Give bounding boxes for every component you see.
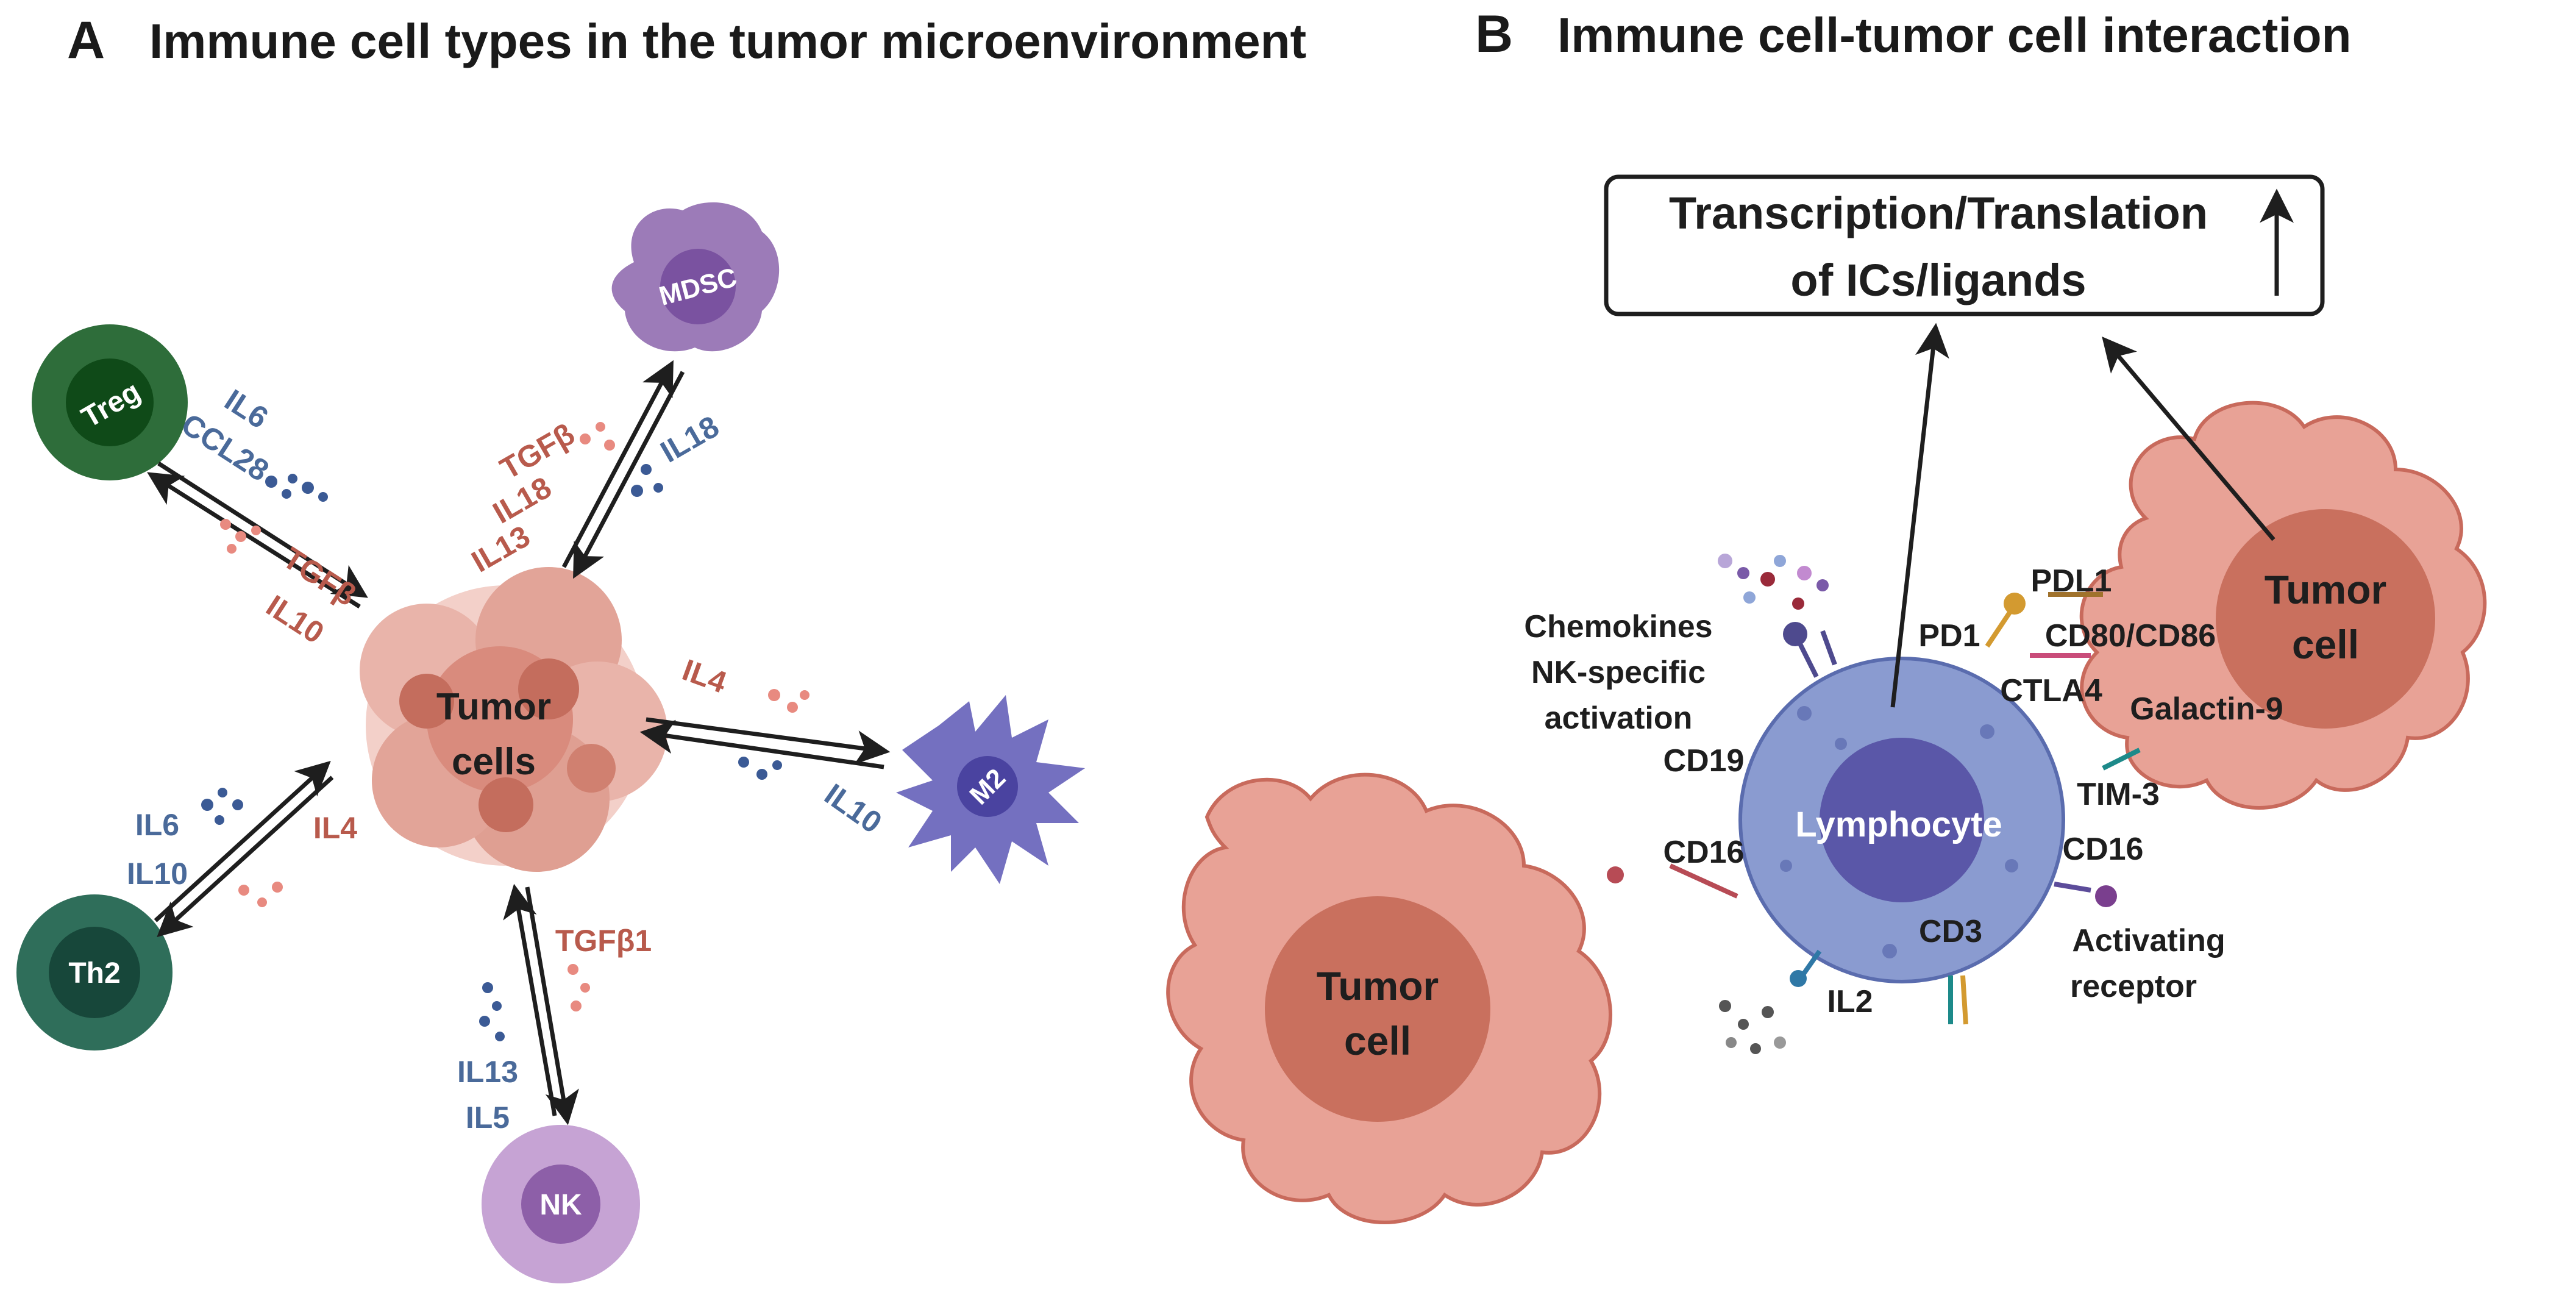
cytokine-tumor-nk-1: TGFβ1 xyxy=(555,924,652,958)
chemokine-dots xyxy=(1718,554,1829,610)
label-cd3: CD3 xyxy=(1919,914,1982,949)
label-pd1: PD1 xyxy=(1918,618,1980,654)
cytokine-m2-tumor-1: IL10 xyxy=(819,777,888,840)
mdsc-cell xyxy=(611,202,780,352)
tumor-cell-left-label-line-1: Tumor xyxy=(1317,963,1439,1008)
il2-dots xyxy=(1719,1000,1786,1054)
tumor-cells-label-line-1: Tumor xyxy=(436,686,551,728)
cytokine-th2-1: IL6 xyxy=(135,808,179,842)
labels-b: Chemokines NK-specific activation CD19 C… xyxy=(1524,563,2283,1019)
th2-cell xyxy=(16,894,173,1050)
label-receptor: receptor xyxy=(2070,969,2197,1004)
tumor-cell-right-label: Tumor cell xyxy=(2265,567,2386,667)
label-cd16-right: CD16 xyxy=(2063,832,2144,867)
label-pdl1: PDL1 xyxy=(2031,563,2112,599)
transcription-box-label-line-2: of ICs/ligands xyxy=(1790,255,2086,305)
cytokine-treg-1: IL6 xyxy=(219,383,274,435)
cytokine-dots-a xyxy=(201,422,809,1041)
tumor-cell-right-label-line-2: cell xyxy=(2292,622,2359,667)
panel-b-arrows xyxy=(1890,323,2275,708)
label-nk-specific: NK-specific xyxy=(1531,655,1706,690)
panel-b-title: Immune cell-tumor cell interaction xyxy=(1557,8,2352,62)
label-cd80-cd86: CD80/CD86 xyxy=(2045,618,2216,654)
label-chemokines: Chemokines xyxy=(1524,609,1712,644)
label-tim3: TIM-3 xyxy=(2077,777,2160,812)
tumor-cell-right-label-line-1: Tumor xyxy=(2265,567,2386,612)
tumor-cell-left-label: Tumor cell xyxy=(1317,963,1439,1063)
label-activating: Activating xyxy=(2072,923,2225,958)
m2-cell xyxy=(896,695,1085,884)
lymphocyte-label: Lymphocyte xyxy=(1795,805,2002,844)
tumor-cells-label: Tumor cells xyxy=(436,686,551,783)
nk-cell xyxy=(482,1125,640,1283)
label-cd16-left: CD16 xyxy=(1663,835,1745,870)
cytokine-nk-1: IL13 xyxy=(457,1055,518,1089)
receptors xyxy=(1607,592,2141,1025)
transcription-box-label: Transcription/Translation of ICs/ligands xyxy=(1669,188,2208,305)
cytokine-tumor-mdsc-3: IL13 xyxy=(466,519,536,579)
label-galactin9: Galactin-9 xyxy=(2130,691,2283,727)
treg-cell xyxy=(32,324,188,480)
tumor-cells-cluster xyxy=(360,567,667,872)
tumor-cell-right xyxy=(2079,401,2487,810)
th2-label: Th2 xyxy=(68,957,120,990)
cytokine-mdsc-tumor-1: IL18 xyxy=(655,409,725,469)
transcription-box xyxy=(1604,174,2325,316)
panel-a-title: Immune cell types in the tumor microenvi… xyxy=(149,14,1306,68)
label-activation: activation xyxy=(1545,701,1693,736)
cytokine-tumor-th2-1: IL4 xyxy=(313,811,357,845)
cytokine-nk-2: IL5 xyxy=(466,1100,510,1135)
tumor-cells-label-line-2: cells xyxy=(452,741,536,783)
panel-a-letter: A xyxy=(67,11,105,70)
label-cd19: CD19 xyxy=(1663,743,1745,779)
cytokine-tumor-treg-2: IL10 xyxy=(260,588,330,650)
transcription-box-label-line-1: Transcription/Translation xyxy=(1669,188,2208,238)
tumor-cell-left-label-line-2: cell xyxy=(1344,1018,1411,1063)
lymphocyte-cell xyxy=(1738,657,2065,983)
tumor-cell-left xyxy=(1166,772,1613,1224)
cytokine-th2-2: IL10 xyxy=(127,857,188,891)
nk-label: NK xyxy=(539,1189,582,1221)
label-ctla4: CTLA4 xyxy=(2000,673,2102,708)
cytokine-tumor-m2-1: IL4 xyxy=(678,652,731,699)
label-il2: IL2 xyxy=(1827,984,1873,1019)
panel-b-letter: B xyxy=(1475,5,1513,63)
